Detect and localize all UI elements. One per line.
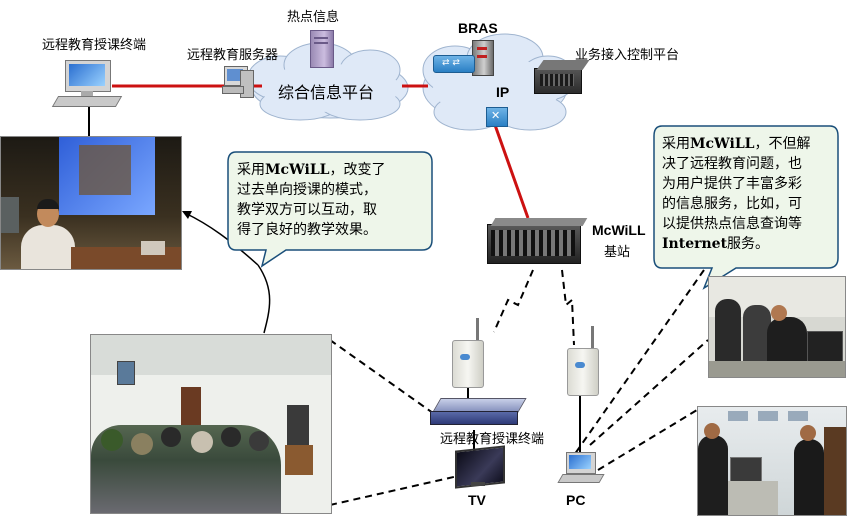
hot-info-label: 热点信息 [287,10,340,25]
teacher-terminal-label: 远程教育授课终端 [42,38,147,53]
left-speech-bubble [227,151,433,268]
info-platform-cloud [247,42,409,121]
ip-label: IP [496,84,510,100]
pc-icon[interactable] [557,452,605,486]
base-station-label: 基站 [604,245,631,260]
set-top-box-icon[interactable] [430,398,527,432]
hot-info-server-icon[interactable] [310,30,334,68]
mcwill-label: McWiLL [592,222,646,238]
teacher-classroom-photo [0,136,182,270]
tv-label: TV [468,492,486,508]
switch-icon[interactable]: ✕ [486,107,508,127]
info-platform-label: 综合信息平台 [278,83,375,102]
bras-label: BRAS [458,20,498,36]
village-classroom-photo [90,334,332,514]
access-control-device-icon[interactable] [534,58,590,94]
edu-server-label: 远程教育服务器 [187,48,279,63]
right-bubble-text: 采用McWiLL，不但解 决了远程教育问题，也 为用户提供了丰富多彩 的信息服务… [662,136,811,252]
pc-users-photo [708,276,846,378]
student-terminal-label: 远程教育授课终端 [440,432,545,447]
router-icon[interactable]: ⇄ ⇄ [433,55,475,73]
cpe-device-tv-icon[interactable] [452,318,486,390]
wireless-links [329,269,709,506]
link-ip-mcwill [493,124,530,219]
mcwill-base-station-icon[interactable] [487,218,588,264]
tv-icon[interactable] [455,445,505,489]
edu-server-icon[interactable] [222,66,254,98]
bras-device-icon[interactable] [472,40,494,76]
cpe-device-pc-icon[interactable] [567,326,601,398]
left-bubble-text: 采用McWiLL，改变了 过去单向授课的模式， 教学双方可以互动，取 得了良好的… [237,162,386,238]
access-control-label: 业务接入控制平台 [575,48,680,63]
teacher-computer-icon[interactable] [51,58,123,108]
pc-label: PC [566,492,586,508]
office-photo [697,406,847,516]
